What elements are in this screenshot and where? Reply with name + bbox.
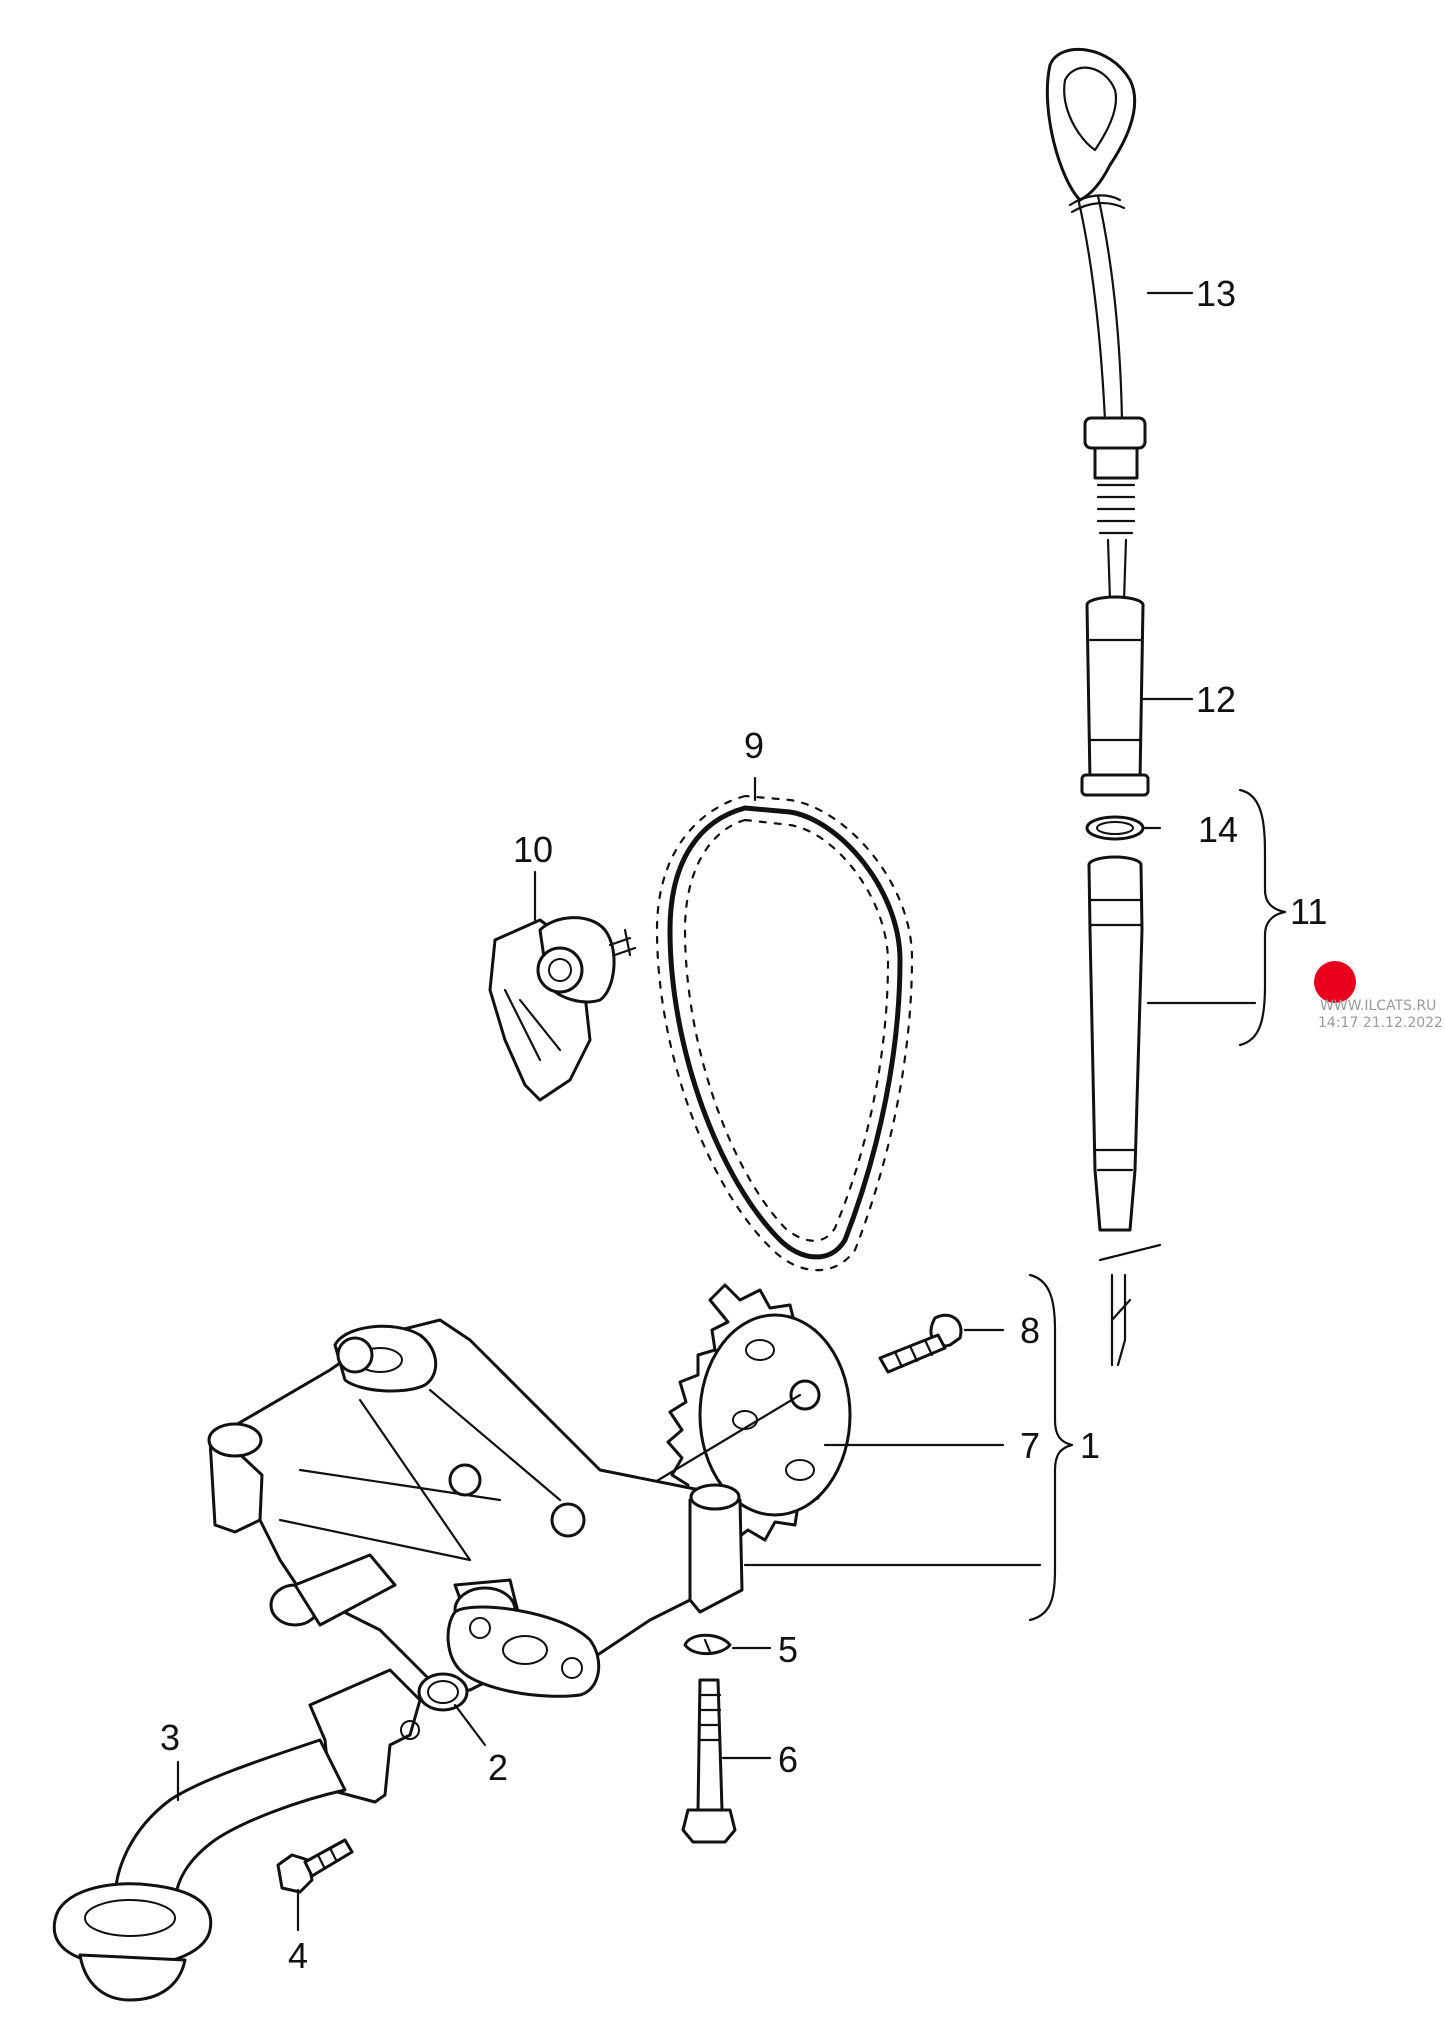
watermark-timestamp: 14:17 21.12.2022: [1318, 1015, 1443, 1031]
callout-8: 8: [1020, 1310, 1040, 1351]
part-sprocket: [648, 1283, 852, 1544]
part-guide-tube-upper: [1080, 595, 1150, 797]
part-bolt-4: [276, 1838, 354, 1894]
part-dipstick-cap: [1083, 416, 1147, 602]
part-clip: [683, 1633, 732, 1656]
part-bolt-6: [681, 1678, 737, 1844]
callout-1: 1: [1080, 1425, 1100, 1466]
watermark-dot: [1314, 961, 1356, 1003]
callout-2: 2: [488, 1747, 508, 1788]
part-pump-flange: [446, 1605, 601, 1698]
callout-5: 5: [778, 1629, 798, 1670]
callout-13: 13: [1196, 273, 1236, 314]
callout-4: 4: [288, 1935, 308, 1976]
callout-3: 3: [160, 1717, 180, 1758]
callout-labels: 13 12 14 11 9 10 8 7 1 5 6 2 3 4: [160, 273, 1327, 1976]
callout-11: 11: [1290, 891, 1327, 932]
part-gasket-ring: [417, 1672, 469, 1712]
watermark-url: WWW.ILCATS.RU: [1320, 998, 1436, 1014]
part-o-ring: [1085, 815, 1145, 841]
callout-7: 7: [1020, 1425, 1040, 1466]
leader-lines: [176, 291, 1287, 1932]
part-oil-pump: [207, 1318, 744, 1692]
part-dipstick: [1045, 48, 1137, 422]
part-chain-tensioner: [488, 916, 637, 1102]
callout-9: 9: [744, 725, 764, 766]
part-guide-tube-lower: [1087, 855, 1162, 1367]
callout-6: 6: [778, 1739, 798, 1780]
part-pickup-tube: [52, 1668, 422, 2002]
watermark: WWW.ILCATS.RU 14:17 21.12.2022: [1314, 961, 1443, 1031]
callout-14: 14: [1198, 809, 1238, 850]
part-chain: [655, 794, 914, 1272]
callout-12: 12: [1196, 679, 1236, 720]
part-bolt-8: [878, 1313, 963, 1374]
callout-10: 10: [513, 829, 553, 870]
